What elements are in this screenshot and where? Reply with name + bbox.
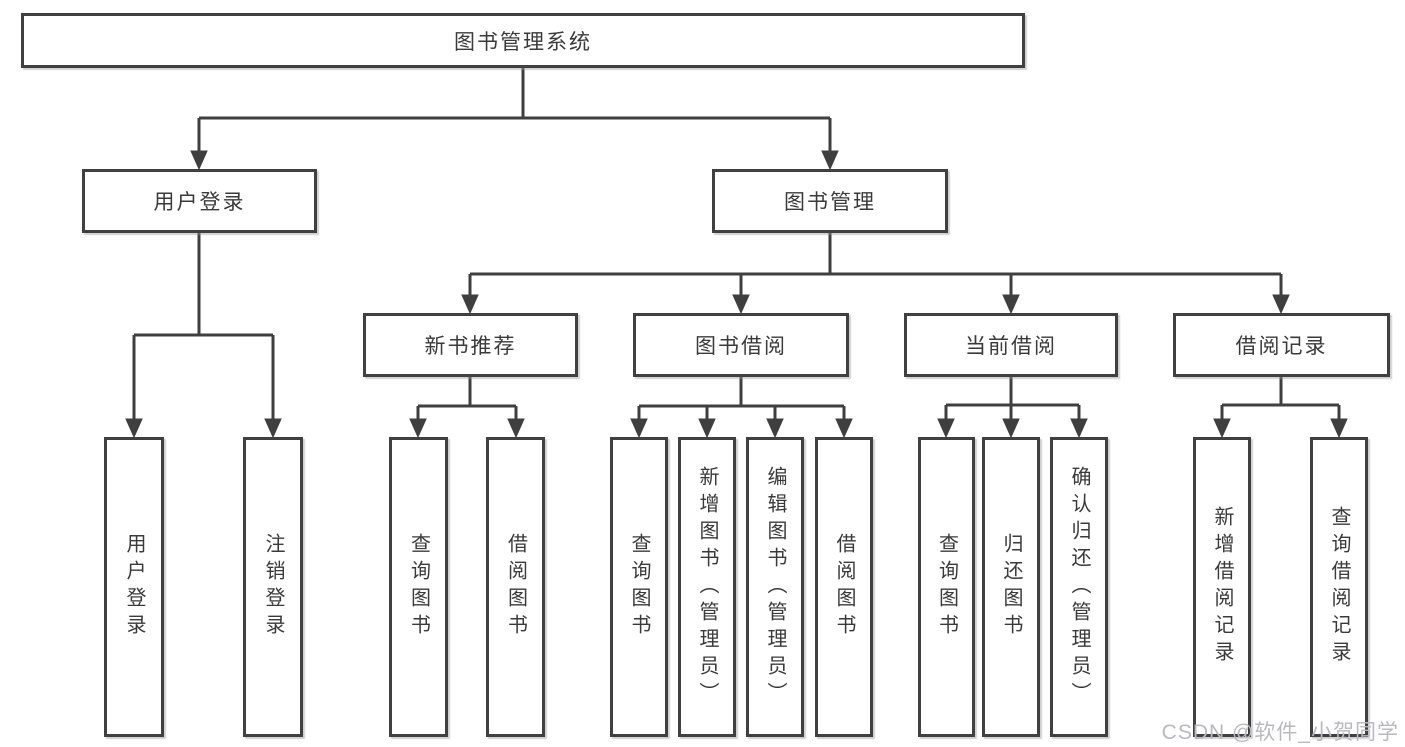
leaf-user-login-label: 用户登录: [123, 533, 145, 641]
node-new-book-recommend-label: 新书推荐: [424, 335, 517, 358]
leaf-query-books-borrowing: 查询图书: [610, 437, 668, 737]
leaf-logout: 注销登录: [243, 437, 303, 737]
arrowhead: [190, 150, 208, 171]
leaf-confirm-return-admin: 确认归还（管理员）: [1050, 437, 1108, 737]
leaf-return-books-label: 归还图书: [1000, 533, 1022, 641]
arrowhead: [821, 150, 839, 171]
connector-records-children: [1220, 377, 1341, 421]
arrowhead: [937, 418, 955, 439]
arrowhead: [125, 418, 143, 439]
arrowhead: [835, 418, 853, 439]
arrowhead: [264, 418, 282, 439]
connector-book-management-children: [468, 233, 1283, 297]
connector-recommend-children: [416, 377, 518, 421]
node-current-borrowing-label: 当前借阅: [965, 335, 1057, 358]
node-user-login: 用户登录: [82, 169, 317, 233]
arrowhead: [461, 294, 479, 315]
node-book-borrowing-label: 图书借阅: [695, 335, 787, 358]
leaf-edit-books-admin-label: 编辑图书（管理员）: [764, 465, 786, 709]
node-user-login-label: 用户登录: [153, 191, 246, 214]
leaf-add-books-admin: 新增图书（管理员）: [678, 437, 736, 737]
connector-user-login-children: [132, 233, 275, 421]
arrowhead: [698, 418, 716, 439]
connector-borrowing-children: [637, 377, 846, 421]
leaf-query-borrow-record-label: 查询借阅记录: [1328, 506, 1350, 668]
leaf-borrow-books-borrowing: 借阅图书: [815, 437, 873, 737]
leaf-query-books-recommend-label: 查询图书: [407, 533, 430, 641]
arrowhead: [507, 418, 525, 439]
leaf-borrow-books-recommend-label: 借阅图书: [504, 533, 527, 641]
leaf-query-books-borrowing-label: 查询图书: [628, 533, 650, 641]
leaf-add-borrow-record: 新增借阅记录: [1193, 437, 1251, 737]
node-current-borrowing: 当前借阅: [904, 313, 1118, 377]
arrowhead: [630, 418, 648, 439]
arrowhead: [732, 294, 750, 315]
arrowhead: [1272, 294, 1290, 315]
leaf-query-books-recommend: 查询图书: [389, 437, 448, 737]
arrowhead: [766, 418, 784, 439]
node-new-book-recommend: 新书推荐: [363, 313, 578, 377]
node-book-borrowing: 图书借阅: [633, 313, 849, 377]
leaf-confirm-return-admin-label: 确认归还（管理员）: [1068, 465, 1090, 709]
leaf-query-books-current-label: 查询图书: [935, 533, 958, 641]
connector-root-to-level2: [197, 68, 832, 153]
node-book-management-label: 图书管理: [784, 191, 876, 214]
node-borrowing-records-label: 借阅记录: [1235, 335, 1328, 358]
leaf-return-books: 归还图书: [982, 437, 1040, 737]
arrowhead: [1330, 418, 1348, 439]
arrowhead: [409, 418, 427, 439]
connector-current-children: [944, 377, 1081, 421]
leaf-add-books-admin-label: 新增图书（管理员）: [696, 465, 718, 709]
arrowhead: [1002, 418, 1020, 439]
leaf-query-books-current: 查询图书: [918, 437, 975, 737]
node-borrowing-records: 借阅记录: [1173, 313, 1390, 377]
leaf-borrow-books-recommend: 借阅图书: [486, 437, 545, 737]
arrowhead: [1213, 418, 1231, 439]
leaf-borrow-books-borrowing-label: 借阅图书: [833, 533, 855, 641]
arrowhead: [1002, 294, 1020, 315]
node-root-label: 图书管理系统: [454, 30, 592, 54]
arrowhead: [1070, 418, 1088, 439]
node-root: 图书管理系统: [21, 13, 1025, 68]
leaf-edit-books-admin: 编辑图书（管理员）: [746, 437, 804, 737]
node-book-management: 图书管理: [712, 169, 948, 233]
leaf-query-borrow-record: 查询借阅记录: [1310, 437, 1368, 737]
leaf-user-login: 用户登录: [104, 437, 164, 737]
leaf-logout-label: 注销登录: [262, 533, 284, 641]
leaf-add-borrow-record-label: 新增借阅记录: [1211, 506, 1233, 668]
